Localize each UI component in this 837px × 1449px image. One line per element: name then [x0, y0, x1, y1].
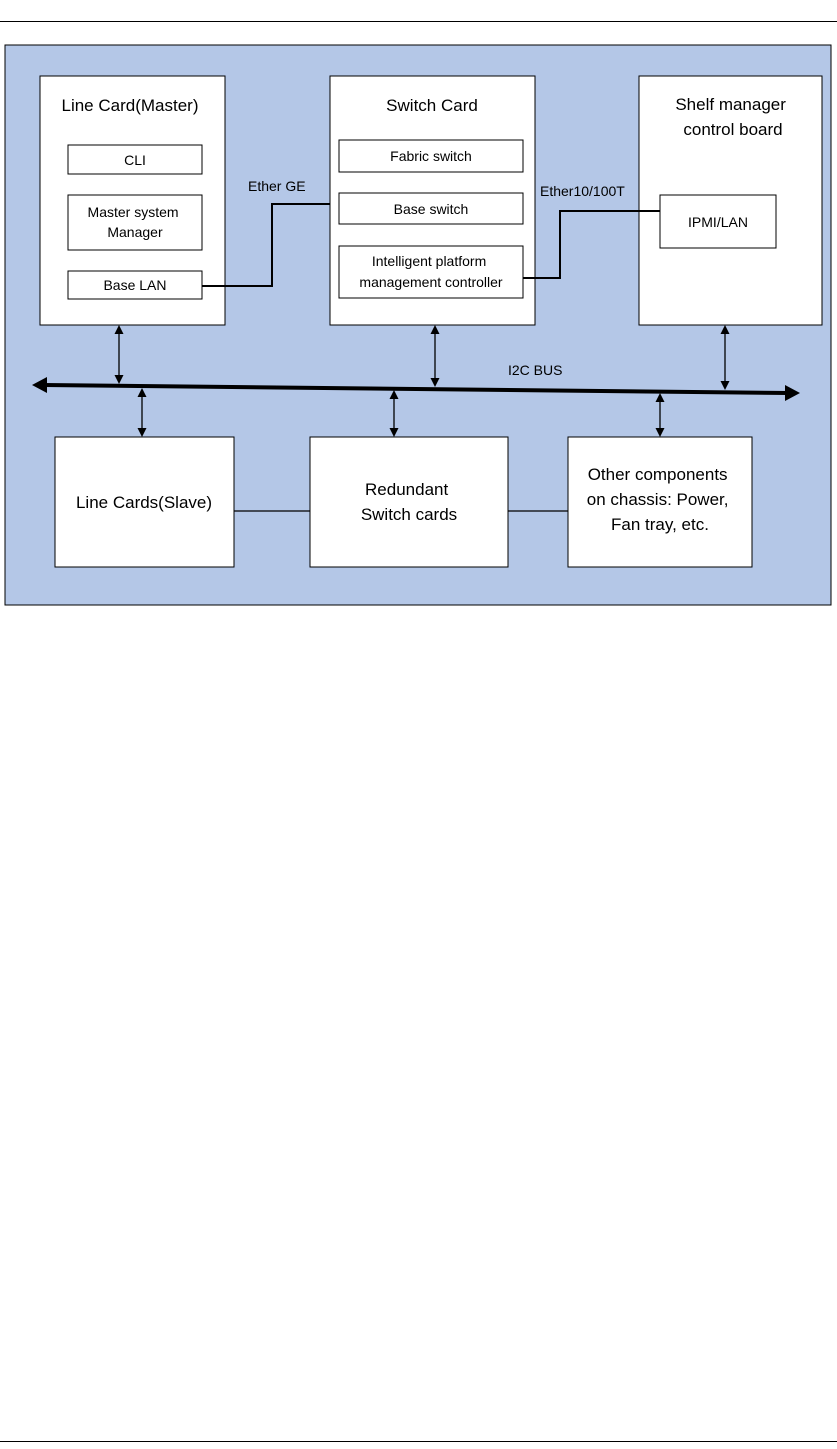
- ether-ge-label: Ether GE: [248, 178, 306, 194]
- other-components-line-3: Fan tray, etc.: [611, 515, 709, 534]
- other-components: Other components on chassis: Power, Fan …: [568, 437, 752, 567]
- other-components-line-1: Other components: [588, 465, 728, 484]
- footer-rule: [0, 1441, 837, 1442]
- line-cards-slave: Line Cards(Slave): [55, 437, 234, 567]
- i2c-bus-label: I2C BUS: [508, 362, 562, 378]
- ipmi-lan-label: IPMI/LAN: [688, 214, 748, 230]
- ether-10-100t-label: Ether10/100T: [540, 183, 625, 199]
- redundant-switch-cards: Redundant Switch cards: [310, 437, 508, 567]
- line-card-master-title: Line Card(Master): [62, 96, 199, 115]
- line-card-master: Line Card(Master) CLI Master system Mana…: [40, 76, 225, 325]
- ipmc-line-1: Intelligent platform: [372, 253, 486, 269]
- master-system-manager-line-1: Master system: [88, 204, 179, 220]
- ipmc-line-2: management controller: [359, 274, 503, 290]
- switch-card-title: Switch Card: [386, 96, 478, 115]
- base-lan-label: Base LAN: [103, 277, 166, 293]
- switch-card: Switch Card Fabric switch Base switch In…: [330, 76, 535, 325]
- base-switch-label: Base switch: [394, 201, 469, 217]
- redundant-switch-cards-line-2: Switch cards: [361, 505, 457, 524]
- shelf-manager-board: Shelf manager control board IPMI/LAN: [639, 76, 822, 325]
- shelf-manager-title-line-1: Shelf manager: [675, 95, 786, 114]
- redundant-switch-cards-line-1: Redundant: [365, 480, 448, 499]
- cli-label: CLI: [124, 152, 146, 168]
- shelf-manager-title-line-2: control board: [683, 120, 782, 139]
- master-system-manager-line-2: Manager: [107, 224, 163, 240]
- other-components-line-2: on chassis: Power,: [587, 490, 729, 509]
- fabric-switch-label: Fabric switch: [390, 148, 472, 164]
- line-cards-slave-title: Line Cards(Slave): [76, 493, 212, 512]
